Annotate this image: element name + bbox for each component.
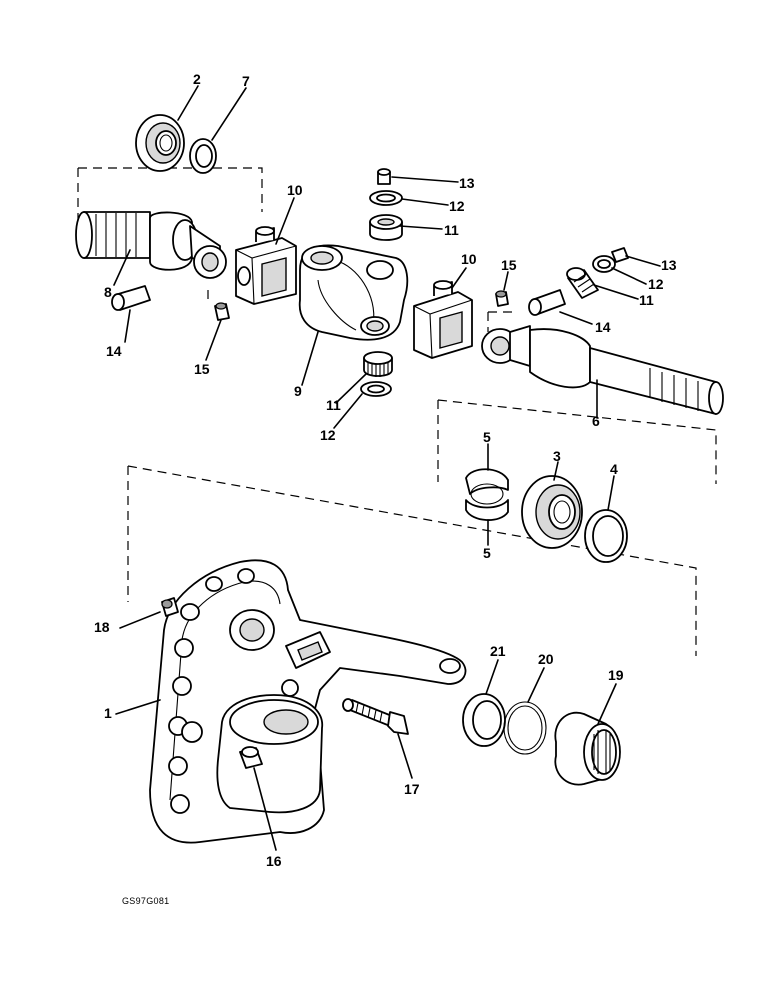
ring-part-4 [584, 509, 628, 563]
callout-11: 11 [326, 397, 341, 413]
callout-7: 6 [592, 413, 600, 429]
callout-2: 2 [193, 71, 201, 87]
callout-15: 15 [501, 257, 517, 273]
needle-bearing-part-11-top [369, 214, 403, 241]
grouping-outlines [77, 167, 717, 656]
washer-part-12-bottom [360, 381, 392, 397]
callout-10: 10 [461, 251, 477, 267]
grease-fitting-part-15-left [214, 302, 230, 321]
bolt-part-16 [239, 746, 263, 769]
callout-6: 7 [242, 73, 250, 89]
callout-4: 4 [610, 461, 618, 477]
drawing-code: GS97G081 [122, 896, 169, 906]
callout-9: 9 [294, 383, 302, 399]
callout-15: 15 [194, 361, 210, 377]
callout-18: 18 [94, 619, 110, 635]
callout-12: 12 [320, 427, 336, 443]
input-shaft-part-8 [75, 211, 227, 279]
callout-20: 20 [538, 651, 554, 667]
callout-11: 11 [639, 292, 654, 308]
callout-8: 8 [104, 284, 112, 300]
fitting-part-18 [161, 597, 179, 617]
cap-screw-part-13-top [377, 168, 391, 185]
ring-part-21 [462, 693, 506, 747]
bearing-part-3 [521, 475, 583, 549]
callout-13: 13 [459, 175, 475, 191]
bearing-part-2 [135, 114, 185, 172]
callout-14: 14 [595, 319, 611, 335]
yoke-housing-part-9 [298, 244, 409, 341]
callout-19: 19 [608, 667, 624, 683]
needle-bearing-part-19 [554, 711, 621, 786]
cross-block-part-10-right [413, 280, 473, 359]
leader-lines [113, 85, 661, 851]
washer-part-12-top [369, 190, 403, 206]
hex-bolt-part-17 [342, 698, 409, 735]
output-shaft-part-7 [481, 325, 724, 415]
snap-ring-part-20 [503, 701, 547, 755]
callout-21: 21 [490, 643, 506, 659]
callout-11: 11 [444, 222, 459, 238]
callout-14: 14 [106, 343, 122, 359]
grease-fitting-part-15-right [495, 290, 509, 307]
needle-bearing-part-11-bottom [363, 351, 393, 377]
callout-labels: 2 7 10 10 15 13 12 11 8 14 15 9 11 12 13… [94, 71, 677, 869]
callout-5: 5 [483, 429, 491, 445]
pin-part-14-left [111, 285, 151, 311]
split-collar-part-5 [465, 468, 509, 521]
pin-part-14-right [528, 289, 566, 316]
callout-1: 1 [104, 705, 112, 721]
callout-17: 17 [404, 781, 420, 797]
callout-12: 12 [449, 198, 465, 214]
cap-screw-part-13-right [611, 247, 629, 263]
gearbox-housing-part-1 [149, 559, 467, 844]
callout-12: 12 [648, 276, 664, 292]
callout-3: 3 [553, 448, 561, 464]
callout-5: 5 [483, 545, 491, 561]
needle-bearing-part-11-right [566, 267, 599, 299]
callout-16: 16 [266, 853, 282, 869]
callout-10: 10 [287, 182, 303, 198]
callout-13: 13 [661, 257, 677, 273]
cross-block-part-10-left [235, 226, 297, 305]
washer-part-12-right [592, 255, 616, 273]
shim-ring-part-6 [189, 138, 217, 174]
